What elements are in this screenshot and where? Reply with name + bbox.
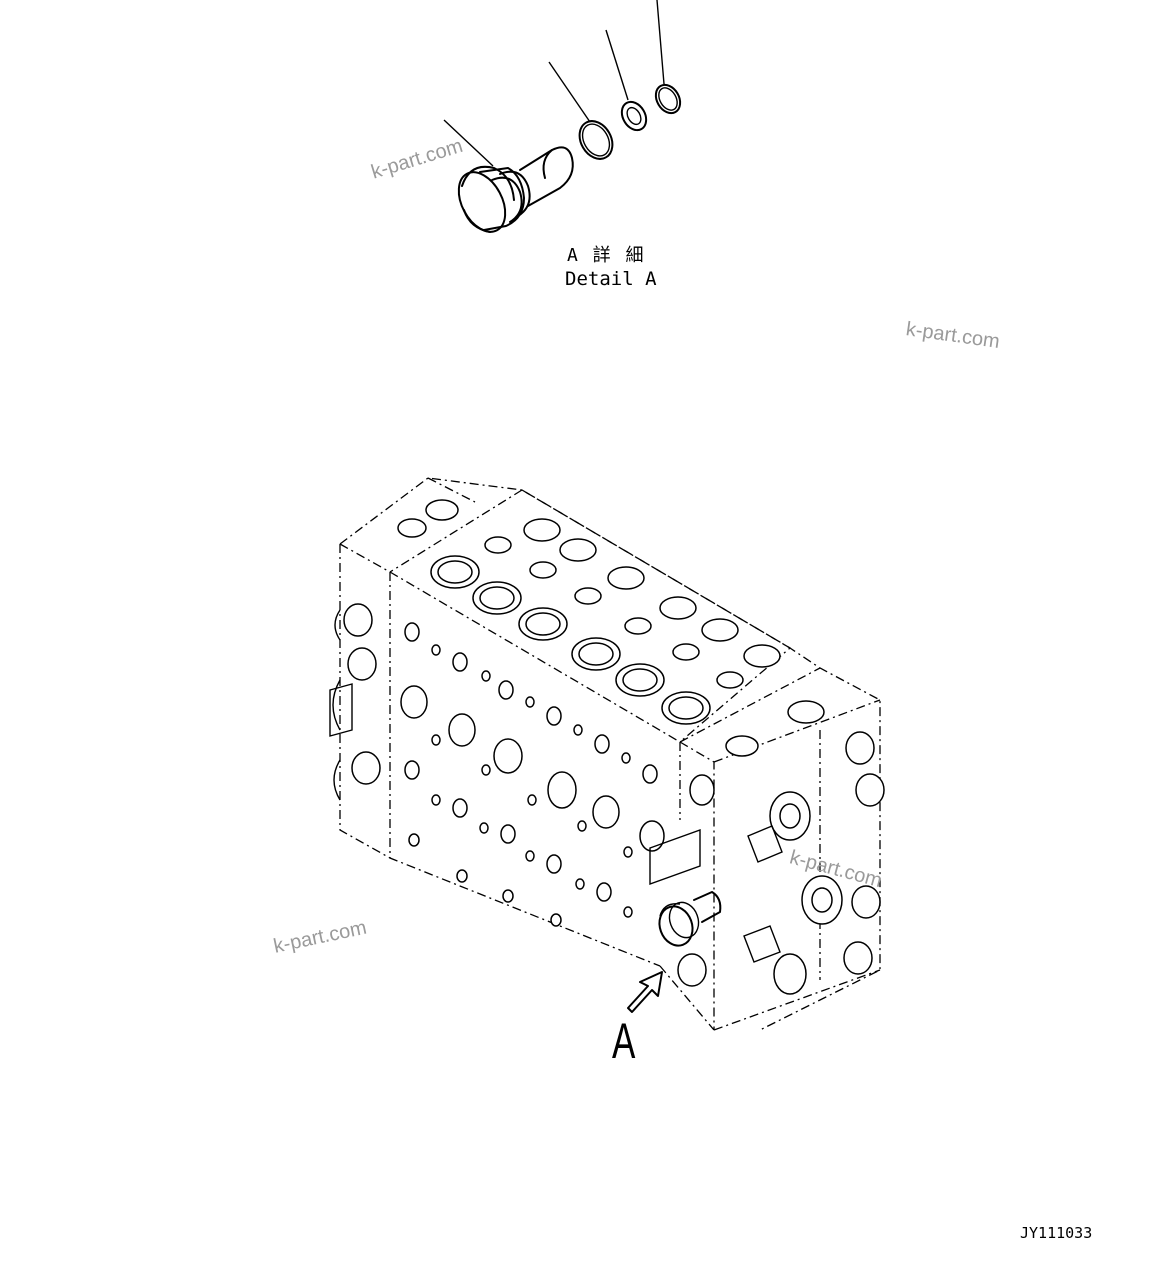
detail-title-english: Detail A — [565, 268, 657, 290]
installed-plug — [658, 891, 722, 947]
leader-line-plug — [443, 119, 494, 167]
drawing-code: JY111033 — [1020, 1224, 1093, 1242]
view-arrow — [627, 971, 663, 1013]
plug-part — [457, 146, 574, 233]
end-block-features — [649, 731, 885, 995]
oring-2-part — [654, 83, 682, 115]
oring-1-part — [578, 120, 614, 160]
leader-line-oring-2 — [656, 0, 665, 85]
leader-line-oring-1 — [548, 61, 591, 123]
detail-title-japanese: A 詳 細 — [567, 245, 646, 266]
leader-line-backup-ring — [605, 29, 629, 101]
backup-ring-part — [620, 100, 648, 132]
control-valve-body — [329, 477, 885, 1031]
detail-a-parts — [443, 0, 682, 233]
view-arrow-label: A — [612, 1013, 636, 1069]
front-face-holes — [400, 622, 665, 927]
